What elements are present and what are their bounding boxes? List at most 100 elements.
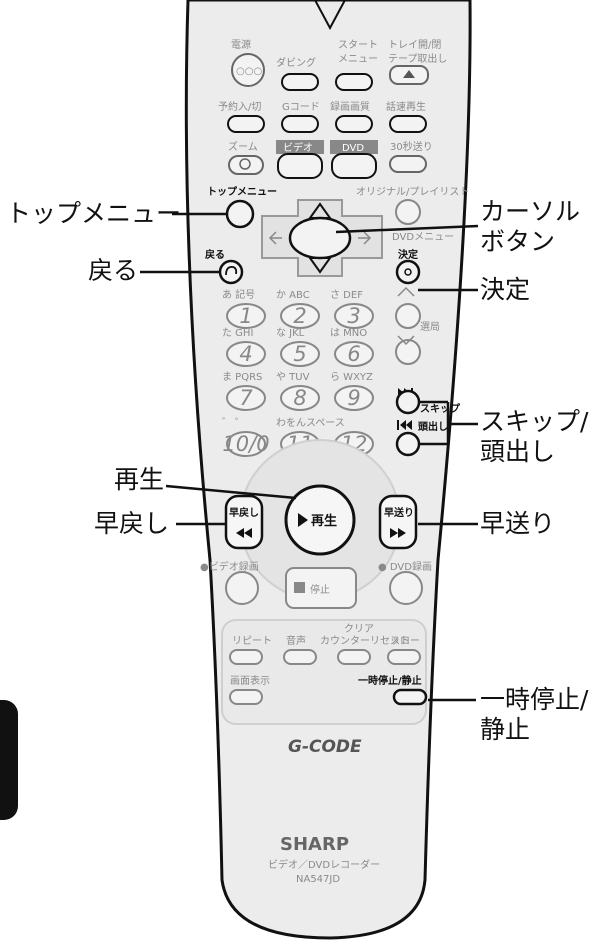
callout-ff: 早送り	[480, 509, 556, 538]
magnifier-icon	[239, 158, 251, 170]
brand-logo: SHARP	[280, 834, 349, 855]
skip-back-icon	[400, 420, 412, 430]
channel-down-button[interactable]	[395, 339, 421, 365]
timer-button[interactable]	[227, 115, 265, 133]
callout-rewind: 早戻し	[94, 509, 170, 538]
power-label: 電源	[231, 38, 251, 51]
callout-top-menu: トップメニュー	[6, 199, 182, 228]
clear-label-1: クリア	[344, 623, 374, 635]
stop-icon	[294, 582, 305, 593]
channel-up-button[interactable]	[395, 303, 421, 329]
stop-button-text: 停止	[310, 583, 330, 596]
play-button-text: 再生	[311, 513, 337, 529]
dubbing-button[interactable]	[281, 73, 319, 91]
back-label: 戻る	[204, 248, 225, 261]
number-key[interactable]	[280, 385, 320, 411]
number-key-digit: 9	[347, 386, 360, 410]
video-select-button[interactable]	[277, 153, 323, 179]
rec-quality-button[interactable]	[335, 115, 373, 133]
dvd-tag	[330, 140, 378, 154]
play-icon	[298, 513, 308, 527]
key-label: か ABC	[276, 289, 310, 301]
eject-icon	[403, 70, 415, 78]
original-playlist-button[interactable]	[395, 199, 421, 225]
cursor-right-icon[interactable]	[358, 231, 372, 245]
ff-button-text: 早送り	[384, 506, 414, 519]
timer-label: 予約入/切	[218, 100, 261, 113]
key-label: ら WXYZ	[330, 371, 373, 383]
skip30-button[interactable]	[389, 155, 427, 173]
skip-forward-button[interactable]	[395, 389, 421, 415]
key-label: わをんスペース	[276, 417, 345, 429]
video-rec-label: ●ビデオ録画	[200, 560, 259, 573]
key-label: さ DEF	[330, 289, 363, 301]
key-label: や TUV	[276, 371, 310, 383]
cue-label: 頭出し	[418, 420, 448, 433]
channel-down-icon	[397, 335, 415, 346]
number-key[interactable]	[226, 303, 266, 329]
dvd-tag-text: DVD	[342, 143, 364, 154]
pause-button[interactable]	[392, 688, 428, 706]
key-label: あ 記号	[222, 288, 255, 301]
speed-play-button[interactable]	[389, 115, 427, 133]
number-key[interactable]	[226, 385, 266, 411]
rewind-button[interactable]	[224, 494, 264, 550]
display-label: 画面表示	[230, 674, 270, 687]
tray-label-2: テープ取出し	[388, 52, 447, 65]
start-menu-label-1: スタート	[338, 39, 378, 51]
callout-pause-2: 静止	[480, 715, 531, 744]
gcode-button[interactable]	[281, 115, 319, 133]
channel-label: 選局	[420, 320, 440, 333]
original-playlist-label: オリジナル/プレイリスト	[356, 186, 469, 198]
number-key[interactable]	[334, 341, 374, 367]
product-label: ビデオ／DVDレコーダー	[268, 858, 380, 871]
power-dots-icon: ○○○	[236, 66, 262, 77]
number-key-digit: 7	[239, 386, 253, 410]
slow-button[interactable]	[387, 649, 421, 665]
leader-lines	[140, 212, 479, 702]
callout-cursor-2: ボタン	[480, 227, 556, 256]
ff-button[interactable]	[378, 494, 418, 550]
repeat-button[interactable]	[229, 649, 263, 665]
display-button[interactable]	[229, 689, 263, 705]
video-tag	[276, 140, 324, 154]
number-key[interactable]	[334, 303, 374, 329]
audio-button[interactable]	[283, 649, 317, 665]
back-button[interactable]	[218, 259, 244, 285]
model-label: NA547JD	[296, 874, 340, 885]
side-tab	[0, 700, 18, 820]
enter-button[interactable]	[395, 259, 421, 285]
video-rec-button[interactable]	[225, 571, 259, 605]
zoom-button[interactable]	[228, 155, 264, 175]
number-key[interactable]	[226, 341, 266, 367]
play-button[interactable]	[284, 484, 356, 556]
top-menu-label: トップメニュー	[207, 185, 277, 198]
top-menu-button[interactable]	[225, 199, 255, 229]
skip-back-button[interactable]	[395, 431, 421, 457]
rewind-button-text: 早戻し	[229, 506, 259, 519]
tray-label-1: トレイ開/閉	[388, 39, 441, 51]
callout-enter: 決定	[480, 275, 531, 304]
dvd-select-button[interactable]	[331, 153, 377, 179]
power-button[interactable]	[231, 53, 265, 87]
channel-up-icon	[397, 286, 415, 297]
number-key[interactable]	[280, 341, 320, 367]
number-key[interactable]	[280, 303, 320, 329]
key-label: ま PQRS	[222, 371, 262, 383]
number-key[interactable]	[334, 385, 374, 411]
cursor-center-button[interactable]	[288, 216, 352, 260]
cursor-left-icon[interactable]	[268, 231, 282, 245]
clear-button[interactable]	[337, 649, 371, 665]
start-menu-button[interactable]	[335, 73, 373, 91]
number-key-digit: 8	[293, 386, 306, 410]
dvd-rec-button[interactable]	[389, 571, 423, 605]
number-key-digit: 6	[347, 342, 360, 366]
lower-panel	[221, 619, 427, 725]
slow-label: スロー	[390, 636, 420, 647]
enter-label: 決定	[398, 248, 418, 261]
audio-label: 音声	[286, 634, 306, 647]
stop-button[interactable]	[285, 567, 357, 609]
back-arrow-icon	[225, 266, 238, 276]
number-key[interactable]	[226, 431, 266, 457]
